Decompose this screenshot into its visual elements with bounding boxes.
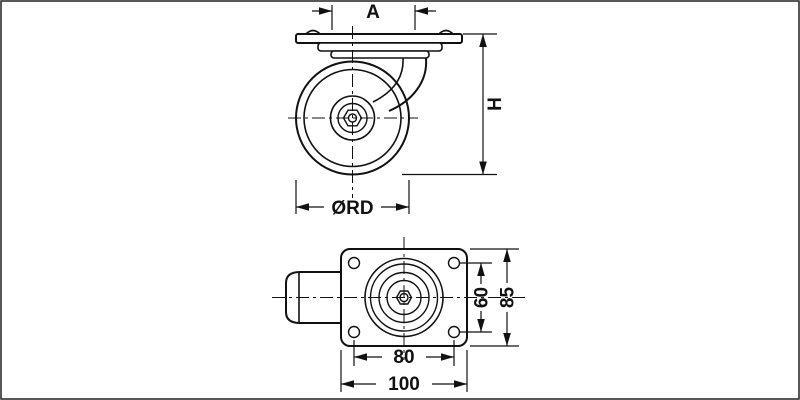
dim-ord-arrow-right (396, 203, 409, 211)
mounting-plate-side (295, 33, 463, 44)
dim-h-arrow-top (479, 34, 487, 47)
bolt-hole-bottom-left (347, 325, 361, 339)
dim-label-a: A (366, 2, 380, 23)
dim-label-80: 80 (393, 347, 414, 368)
dim-60-arrow-top (477, 263, 485, 276)
bolt-hole-top-left (347, 256, 361, 270)
dim-label-60: 60 (472, 287, 493, 308)
fork-inner-edge (372, 57, 404, 103)
dim-80: 80 (353, 340, 455, 368)
plate-bolt-bump-right (438, 29, 454, 35)
dim-label-wheel-diameter: ØRD (331, 198, 373, 219)
dim-100: 100 (340, 350, 468, 395)
dim-80-arrow-right (441, 353, 454, 361)
dim-a-arrow-right (415, 7, 428, 15)
dim-85: 85 (470, 248, 519, 347)
dim-100-arrow-right (454, 380, 467, 388)
fork-outer-edge (388, 57, 428, 112)
dim-60: 60 (460, 262, 493, 333)
dim-h-arrow-bottom (479, 161, 487, 175)
dim-ord-arrow-left (296, 203, 309, 211)
dim-60-arrow-bottom (477, 319, 485, 332)
bolt-hole-top-right (447, 256, 461, 270)
dim-wheel-diameter: ØRD (295, 180, 410, 219)
bolt-hole-bottom-right (447, 325, 461, 339)
plan-view (272, 237, 526, 360)
dim-100-arrow-left (341, 380, 354, 388)
swivel-bearing-lower (330, 50, 430, 59)
dim-label-100: 100 (388, 374, 420, 395)
plate-bolt-bump-left (305, 29, 321, 35)
dim-h: H (402, 33, 506, 176)
swivel-bearing-upper (317, 42, 443, 52)
dim-label-85: 85 (498, 287, 519, 309)
dim-a-arrow-left (319, 7, 332, 15)
side-view (288, 26, 463, 198)
dim-a: A (312, 2, 436, 30)
dim-85-arrow-bottom (503, 333, 511, 346)
dim-80-arrow-left (354, 353, 367, 361)
dim-label-h: H (485, 97, 506, 111)
dim-85-arrow-top (503, 249, 511, 262)
